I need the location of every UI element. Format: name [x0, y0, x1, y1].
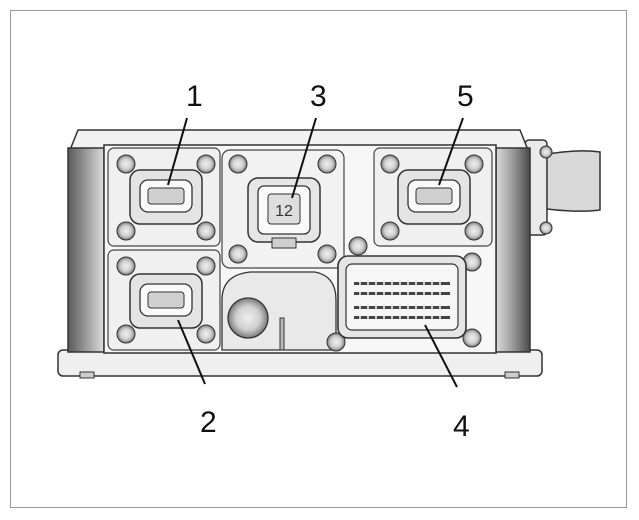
leader-line-2 [177, 319, 206, 385]
figure-frame [10, 10, 627, 508]
leader-line-4 [424, 324, 458, 388]
wire-harness [519, 139, 601, 236]
callout-1: 1 [186, 80, 203, 113]
connector-5 [373, 147, 493, 247]
callout-5: 5 [457, 80, 474, 113]
connector-3-marking: 12 [275, 203, 293, 220]
connector-2 [107, 249, 221, 351]
connector-1 [107, 147, 221, 247]
callout-3: 3 [310, 80, 327, 113]
leader-line-1 [167, 117, 188, 186]
leader-line-3 [291, 117, 317, 199]
leader-lines [167, 117, 464, 388]
callout-2: 2 [200, 406, 217, 439]
round-plug [221, 271, 337, 351]
connector-4 [326, 236, 482, 352]
leader-line-5 [438, 117, 464, 186]
callout-4: 4 [453, 410, 470, 443]
connector-3: 12 [221, 149, 345, 269]
